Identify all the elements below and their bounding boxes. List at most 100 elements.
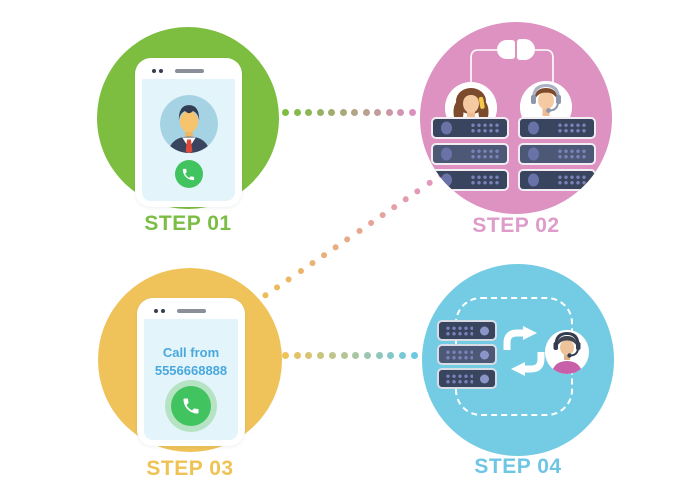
businessman-avatar-icon <box>159 95 218 153</box>
connector-dot <box>387 351 395 359</box>
phone-handset-icon <box>183 398 199 414</box>
server-unit <box>431 169 509 191</box>
server-light <box>528 173 539 187</box>
connector-dot <box>296 267 305 276</box>
server-unit <box>518 169 596 191</box>
connector-dot <box>308 259 317 268</box>
server-rack-left <box>431 117 509 195</box>
headset-splitter-icon <box>497 40 515 59</box>
support-agent-avatar <box>545 330 589 374</box>
connector-dot <box>366 218 376 228</box>
camera-dot <box>154 309 158 313</box>
connector-dot <box>328 108 336 116</box>
connector-dot <box>397 108 405 116</box>
server-light <box>441 121 452 135</box>
server-vents <box>470 174 500 186</box>
speaker-bar <box>175 69 204 73</box>
server-rack-right <box>518 117 596 195</box>
server-unit <box>437 368 497 389</box>
server-unit <box>518 143 596 165</box>
dotted-connector-step3-step4 <box>282 351 418 359</box>
connector-dot <box>352 351 360 359</box>
server-light <box>480 374 489 383</box>
connector-dot <box>390 202 399 212</box>
step-02-label: STEP 02 <box>472 214 560 237</box>
server-unit <box>431 117 509 139</box>
phone-screen: Call from 5556668888 <box>144 319 238 440</box>
connector-dot <box>282 108 289 116</box>
swap-arrows-icon <box>503 326 545 376</box>
connector-dot <box>378 210 387 220</box>
phone-screen <box>142 79 235 201</box>
server-vents <box>445 325 473 336</box>
connector-dot <box>331 243 340 252</box>
incoming-call-text: Call from 5556668888 <box>144 344 238 380</box>
incoming-call-number: 5556668888 <box>154 363 228 379</box>
server-vents <box>557 122 587 134</box>
connector-dot <box>319 251 329 260</box>
connector-dot <box>340 351 348 359</box>
connector-dot <box>328 351 336 359</box>
connector-dot <box>284 275 294 284</box>
connector-dot <box>293 108 301 116</box>
connector-dot <box>317 351 325 359</box>
server-unit <box>437 320 497 341</box>
camera-dot <box>159 69 163 73</box>
server-light <box>528 121 539 135</box>
splitter-wires <box>470 49 554 84</box>
step-04-label: STEP 04 <box>474 455 562 478</box>
connector-dot <box>375 351 383 359</box>
connector-dot <box>339 108 347 116</box>
server-light <box>528 147 539 161</box>
connector-dot <box>354 227 364 236</box>
server-rack <box>437 320 497 392</box>
server-unit <box>437 344 497 365</box>
step-01-label: STEP 01 <box>144 212 232 235</box>
connector-dot <box>408 108 416 116</box>
connector-dot <box>351 108 359 116</box>
dotted-connector-step2-step3 <box>261 170 446 300</box>
incoming-call-line1: Call from <box>162 345 220 360</box>
connector-dot <box>273 283 282 292</box>
connector-dot <box>401 194 411 204</box>
server-vents <box>470 122 500 134</box>
server-vents <box>470 148 500 160</box>
connector-dot <box>399 351 407 359</box>
server-vents <box>445 373 473 384</box>
server-light <box>480 350 489 359</box>
smartphone-step-03: Call from 5556668888 <box>137 298 245 446</box>
connector-dot <box>364 351 372 359</box>
server-unit <box>518 117 596 139</box>
caller-avatar <box>159 95 218 153</box>
speaker-bar <box>177 309 206 313</box>
dotted-connector-step1-step2 <box>282 108 416 116</box>
answer-call-button <box>174 160 203 188</box>
connector-dot <box>362 108 370 116</box>
connector-dot <box>316 108 324 116</box>
connector-dot <box>293 351 301 359</box>
phone-handset-icon <box>182 168 195 180</box>
server-light <box>480 326 489 335</box>
server-vents <box>557 148 587 160</box>
server-vents <box>557 174 587 186</box>
camera-dot <box>152 69 156 73</box>
connector-dot <box>410 351 418 359</box>
step-03-label: STEP 03 <box>146 457 234 480</box>
step-02-circle <box>420 22 612 214</box>
answer-call-button <box>171 386 211 426</box>
support-agent-icon <box>545 330 589 374</box>
server-vents <box>445 349 473 360</box>
smartphone-step-01 <box>135 58 242 207</box>
connector-dot <box>343 235 352 244</box>
headset-splitter-icon <box>517 39 535 60</box>
connector-dot <box>282 351 289 359</box>
connector-dot <box>305 351 313 359</box>
server-light <box>441 173 452 187</box>
connector-dot <box>305 108 313 116</box>
server-light <box>441 147 452 161</box>
connector-dot <box>261 291 270 300</box>
connector-dot <box>385 108 393 116</box>
server-unit <box>431 143 509 165</box>
step-04-circle <box>422 264 614 456</box>
